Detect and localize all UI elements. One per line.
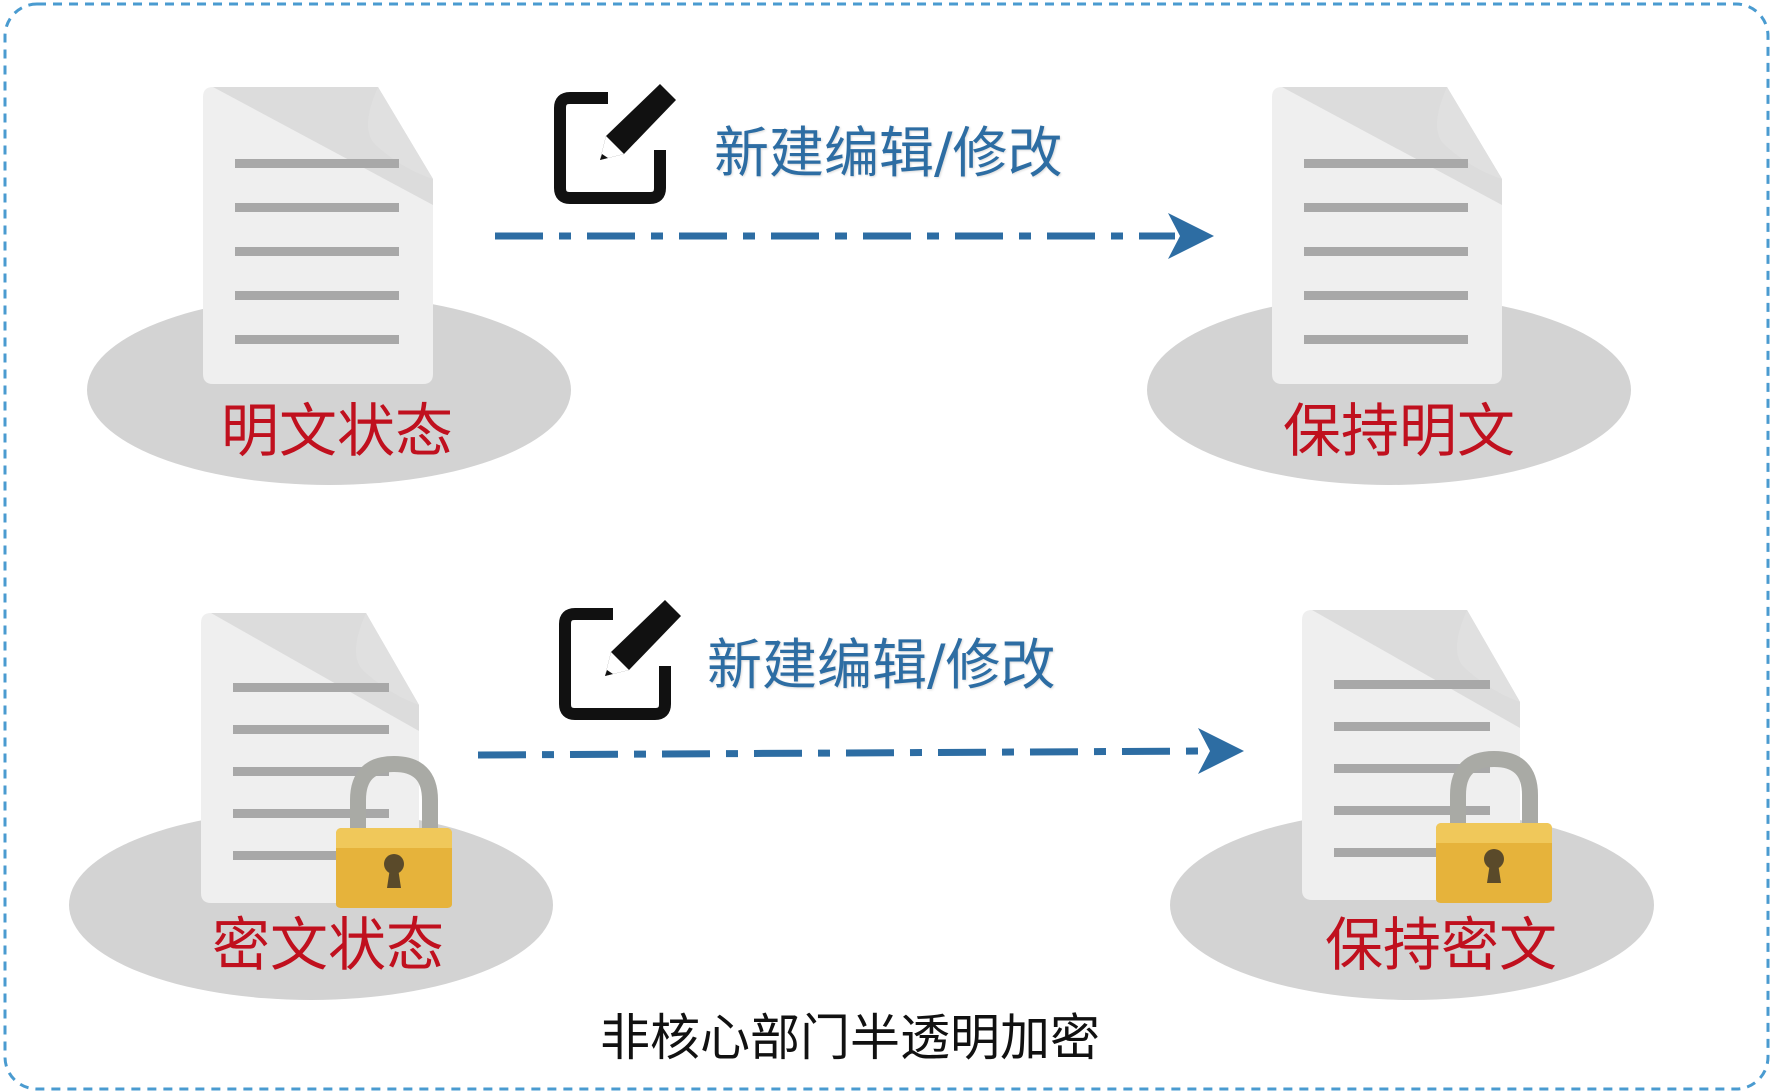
source-label-ciphertext: 密文状态 [212, 911, 445, 979]
source-label-plaintext: 明文状态 [221, 397, 454, 465]
padlock-icon [1436, 750, 1552, 903]
document-icon [203, 87, 433, 384]
source-node-plaintext [87, 87, 571, 485]
diagram-caption: 非核心部门半透明加密 [600, 1009, 1100, 1067]
edit-icon [554, 84, 676, 204]
result-node-plaintext [1147, 87, 1631, 485]
document-icon [1272, 87, 1502, 384]
result-node-ciphertext [1170, 610, 1654, 1000]
source-node-ciphertext [69, 613, 553, 1000]
padlock-icon [336, 755, 452, 908]
action-label-ciphertext: 新建编辑/修改 [707, 633, 1056, 697]
flow-arrow-plaintext [495, 213, 1214, 259]
result-label-ciphertext: 保持密文 [1325, 911, 1558, 979]
edit-icon [559, 600, 681, 720]
platform [1147, 295, 1631, 485]
flow-arrow-ciphertext [477, 728, 1244, 774]
action-label-plaintext: 新建编辑/修改 [714, 121, 1063, 185]
result-label-plaintext: 保持明文 [1283, 397, 1516, 465]
